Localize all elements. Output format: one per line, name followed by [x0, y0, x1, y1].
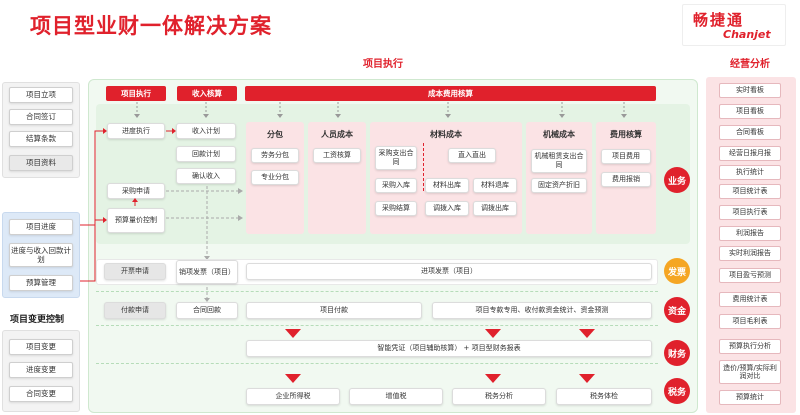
chanjet-logo: 畅捷通 Chanjet — [682, 4, 786, 46]
exec-progress[interactable]: 进度执行 — [107, 123, 165, 139]
finance-divider — [96, 363, 658, 364]
tax-checkup[interactable]: 税务体检 — [556, 388, 652, 405]
circle-invoice: 发票 — [664, 258, 690, 284]
cost-material-out[interactable]: 材料出库 — [425, 178, 469, 193]
page-title: 项目型业财一体解决方案 — [30, 14, 272, 38]
arrow-down-1 — [285, 329, 301, 338]
analysis-exec-stats[interactable]: 执行统计 — [719, 165, 781, 180]
cost-expense-reimburse[interactable]: 费用报销 — [601, 172, 651, 187]
tax-corporate-income[interactable]: 企业所得税 — [246, 388, 340, 405]
cost-subcontract-title: 分包 — [267, 130, 283, 139]
cost-machinery-lease[interactable]: 机械租赁支出合同 — [531, 149, 587, 173]
cost-labor-subcontract[interactable]: 劳务分包 — [251, 148, 299, 163]
header-income: 收入核算 — [177, 86, 237, 101]
header-exec: 项目执行 — [106, 86, 166, 101]
material-divider — [423, 143, 424, 191]
cost-fixed-asset-depreciation[interactable]: 固定资产折旧 — [531, 178, 587, 193]
cost-professional-subcontract[interactable]: 专业分包 — [251, 170, 299, 185]
income-plan[interactable]: 收入计划 — [176, 123, 236, 139]
analysis-expense-stats[interactable]: 费用统计表 — [719, 292, 781, 307]
circle-fund: 资金 — [664, 297, 690, 323]
invoice-apply[interactable]: 开票申请 — [104, 263, 166, 280]
left-item-settlement-terms[interactable]: 结算条款 — [9, 131, 73, 147]
logo-cn: 畅捷通 — [693, 11, 745, 29]
arrow-down-6 — [579, 374, 595, 383]
left-item-contract-change[interactable]: 合同变更 — [9, 386, 73, 402]
analysis-project-stats[interactable]: 项目统计表 — [719, 184, 781, 199]
execution-section-title: 项目执行 — [363, 59, 403, 70]
circle-finance: 财务 — [664, 340, 690, 366]
analysis-realtime-profit[interactable]: 实时利润报告 — [719, 246, 781, 261]
change-control-title: 项目变更控制 — [10, 315, 65, 325]
exec-budget-control[interactable]: 预算量价控制 — [107, 208, 165, 233]
project-payment[interactable]: 项目付款 — [246, 302, 422, 319]
cost-expense-title: 费用核算 — [610, 130, 642, 139]
tax-vat[interactable]: 增值税 — [349, 388, 443, 405]
cost-purchase-contract[interactable]: 采购支出合同 — [375, 146, 417, 170]
cost-personnel-panel — [308, 122, 366, 234]
arrow-down-3 — [579, 329, 595, 338]
confirm-income[interactable]: 确认收入 — [176, 168, 236, 184]
exec-purchase-apply[interactable]: 采购申请 — [107, 183, 165, 199]
left-item-contract-sign[interactable]: 合同签订 — [9, 109, 73, 125]
header-cost: 成本费用核算 — [245, 86, 656, 101]
logo-en: Chanjet — [723, 28, 771, 41]
collection-plan[interactable]: 回款计划 — [176, 146, 236, 162]
cost-transfer-out[interactable]: 调拨出库 — [473, 201, 517, 216]
cost-transfer-in[interactable]: 调拨入库 — [425, 201, 469, 216]
cost-material-return[interactable]: 材料退库 — [473, 178, 517, 193]
analysis-project-exec-table[interactable]: 项目执行表 — [719, 205, 781, 220]
contract-collection[interactable]: 合同回款 — [176, 302, 238, 319]
analysis-gross-margin[interactable]: 项目毛利表 — [719, 314, 781, 329]
circle-business: 业务 — [664, 167, 690, 193]
left-item-budget-management[interactable]: 预算管理 — [9, 275, 73, 291]
cost-personnel-title: 人员成本 — [321, 130, 353, 139]
analysis-realtime-board[interactable]: 实时看板 — [719, 83, 781, 98]
sales-invoice[interactable]: 销项发票（项目） — [176, 260, 238, 284]
fund-divider — [96, 325, 658, 326]
cost-machinery-title: 机械成本 — [543, 130, 575, 139]
analysis-daily-monthly[interactable]: 经营日报月报 — [719, 146, 781, 161]
analysis-budget-stats[interactable]: 预算统计 — [719, 390, 781, 405]
smart-voucher[interactable]: 智能凭证（项目辅助核算） + 项目型财务报表 — [246, 340, 652, 357]
analysis-contract-board[interactable]: 合同看板 — [719, 125, 781, 140]
left-item-project-docs[interactable]: 项目资料 — [9, 155, 73, 171]
fund-statistics[interactable]: 项目专款专用、收付款资金统计、资金预测 — [432, 302, 652, 319]
analysis-project-board[interactable]: 项目看板 — [719, 104, 781, 119]
tax-analysis[interactable]: 税务分析 — [452, 388, 546, 405]
left-item-project-progress[interactable]: 项目进度 — [9, 219, 73, 235]
left-item-project-setup[interactable]: 项目立项 — [9, 87, 73, 103]
left-item-progress-income-plan[interactable]: 进度与收入回款计划 — [9, 243, 73, 267]
analysis-section-title: 经营分析 — [730, 59, 770, 70]
left-item-project-change[interactable]: 项目变更 — [9, 339, 73, 355]
analysis-profit-report[interactable]: 利润报告 — [719, 226, 781, 241]
cost-direct-in-out[interactable]: 直入直出 — [448, 148, 496, 163]
circle-tax: 税务 — [664, 378, 690, 404]
header-down-arrows — [134, 102, 627, 118]
payment-apply[interactable]: 付款申请 — [104, 302, 166, 319]
cost-purchase-in[interactable]: 采购入库 — [375, 178, 417, 193]
arrow-down-4 — [285, 374, 301, 383]
cost-project-expense[interactable]: 项目费用 — [601, 149, 651, 164]
cost-payroll[interactable]: 工资核算 — [313, 148, 361, 163]
analysis-profit-forecast[interactable]: 项目盈亏预测 — [719, 268, 781, 283]
left-item-progress-change[interactable]: 进度变更 — [9, 362, 73, 378]
arrow-down-2 — [485, 329, 501, 338]
analysis-cost-compare[interactable]: 造价/预算/实际利润对比 — [719, 360, 781, 384]
cost-purchase-settle[interactable]: 采购结算 — [375, 201, 417, 216]
cost-material-title: 材料成本 — [430, 130, 462, 139]
arrow-down-5 — [485, 374, 501, 383]
analysis-budget-exec[interactable]: 预算执行分析 — [719, 339, 781, 354]
input-invoice[interactable]: 进项发票（项目） — [246, 263, 652, 280]
invoice-divider — [96, 291, 658, 292]
